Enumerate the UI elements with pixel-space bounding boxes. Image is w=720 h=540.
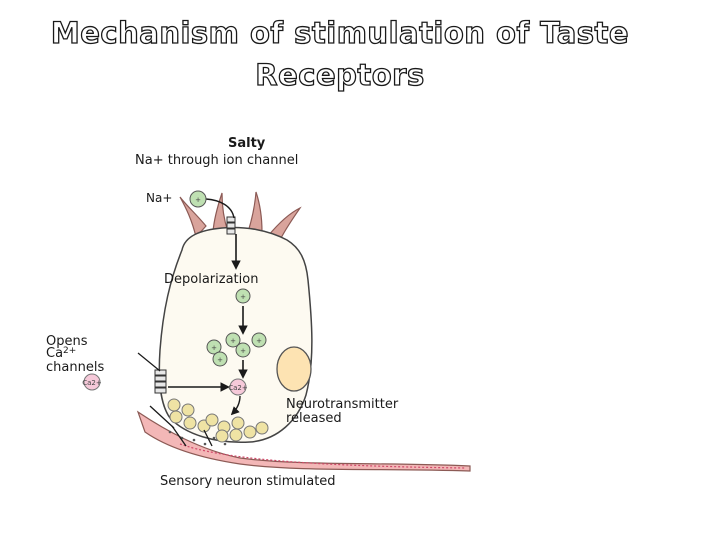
neurotransmitter-label: Neurotransmitter [286,397,399,412]
release-arrow-1 [149,405,175,429]
svg-text:+: + [256,337,262,345]
na-ion [189,190,207,208]
depolarization-label: Depolarization [164,272,258,287]
na-ion-sign: + [195,196,201,204]
title-line-1: Mechanism of stimulation of Taste [50,15,630,50]
microvillus-center-right [247,191,263,233]
external-ca-ion-label: Ca2+ [82,379,102,387]
arrow-to-vesicles [230,395,241,416]
internal-ca-ion-label: Ca2+ [228,384,248,392]
title-line-2: Receptors [255,57,425,92]
internal-ca-ion [229,378,247,396]
release-arrow-3 [203,429,213,447]
microvillus-left [179,196,207,239]
svg-text:+: + [217,356,223,364]
diagram-subheading: Na+ through ion channel [135,153,298,168]
channels-label: channels [46,360,104,375]
slide-title: Mechanism of stimulation of Taste Recept… [0,12,680,96]
ca-channel [154,369,167,394]
opens-label: Opens [46,334,88,349]
external-ca-ion [83,373,101,391]
ion-cluster: + + + + + [206,332,267,367]
ca-channel-pointer [137,352,161,372]
nucleus [276,346,312,392]
svg-text:+: + [240,347,246,355]
na-label: Na+ [146,191,172,205]
na-entry-path [205,198,235,219]
diagram-heading: Salty [228,136,266,151]
released-label: released [286,411,342,426]
sensory-neuron [136,410,471,472]
ca-channels-label: Ca2+ [46,346,76,361]
release-arrow-2 [171,425,187,447]
svg-text:+: + [211,344,217,352]
positive-ion [235,288,251,304]
microvillus-right [266,206,302,241]
na-ion-channel [226,216,236,235]
vesicles [167,398,269,443]
microvillus-center-left [212,192,229,233]
positive-ion-sign: + [240,293,246,301]
sensory-label: Sensory neuron stimulated [160,474,336,489]
svg-text:+: + [230,337,236,345]
neuron-signal-line [179,443,467,469]
